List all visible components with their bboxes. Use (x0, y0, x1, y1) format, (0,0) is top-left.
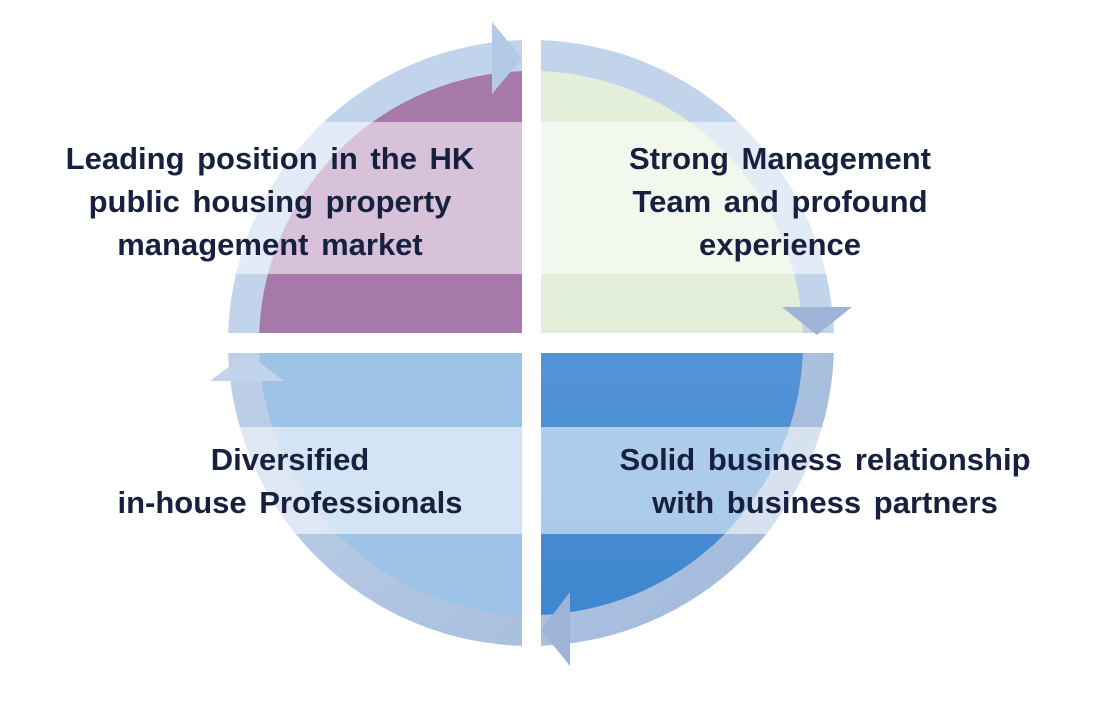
label-line: management market (117, 227, 423, 262)
arrow-head-right (782, 307, 852, 335)
gap-vertical (522, 20, 541, 700)
label-line: public housing property (88, 184, 452, 219)
quadrant-label-bottom-right: Solid business relationship with busines… (565, 438, 1085, 524)
label-line: Leading position in the HK (65, 141, 475, 176)
label-line: Solid business relationship (619, 442, 1031, 477)
label-line: with business partners (652, 485, 998, 520)
quadrant-gaps (150, 20, 910, 700)
cycle-arrows (210, 22, 852, 666)
quadrant-label-top-right: Strong Management Team and profound expe… (530, 137, 1030, 266)
quadrant-label-top-left: Leading position in the HK public housin… (20, 137, 520, 266)
label-line: Diversified (210, 442, 370, 477)
arrow-head-bottom (541, 592, 570, 666)
label-line: in-house Professionals (117, 485, 463, 520)
quadrant-label-bottom-left: Diversified in-house Professionals (40, 438, 540, 524)
arrow-head-top (492, 22, 522, 94)
gap-horizontal (150, 333, 910, 353)
label-line: Team and profound (632, 184, 928, 219)
arrow-head-left (210, 353, 284, 381)
label-line: Strong Management (629, 141, 931, 176)
label-line: experience (699, 227, 861, 262)
